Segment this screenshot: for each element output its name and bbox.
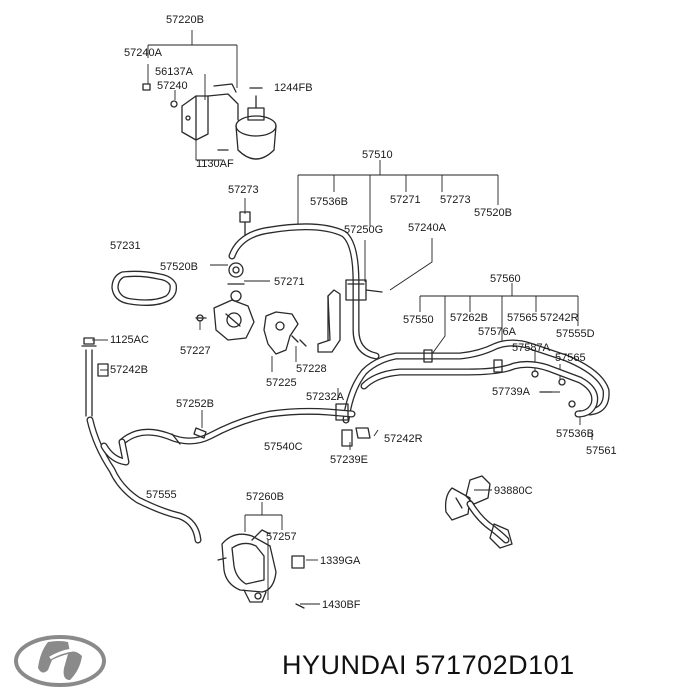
label-57536B-bottom: 57536B <box>556 428 594 440</box>
label-57242R-bottom: 57242R <box>384 433 423 445</box>
label-57262B: 57262B <box>450 312 488 324</box>
label-57561: 57561 <box>586 445 617 457</box>
label-56137A: 56137A <box>155 66 194 78</box>
label-57225: 57225 <box>266 377 297 389</box>
pump-assembly <box>195 211 307 355</box>
label-57520B-left: 57520B <box>160 261 198 273</box>
label-57220B: 57220B <box>166 14 204 26</box>
label-57260B: 57260B <box>246 491 284 503</box>
label-57240: 57240 <box>157 80 188 92</box>
label-57540C: 57540C <box>264 441 303 453</box>
label-57273-left: 57273 <box>228 184 259 196</box>
label-57242R-top: 57242R <box>540 312 579 324</box>
label-1125AC: 1125AC <box>110 334 149 346</box>
lower-return-hose <box>118 403 371 447</box>
label-57555D: 57555D <box>556 328 595 340</box>
label-57227: 57227 <box>180 345 211 357</box>
label-57739A: 57739A <box>492 386 531 398</box>
label-57257: 57257 <box>266 531 297 543</box>
label-57242B: 57242B <box>110 364 148 376</box>
part-number-title: HYUNDAI 571702D101 <box>282 650 575 680</box>
reservoir-assembly <box>142 83 277 160</box>
label-57271-left: 57271 <box>274 276 305 288</box>
label-57536B-top: 57536B <box>310 196 348 208</box>
label-57228: 57228 <box>296 363 327 375</box>
label-1244FB: 1244FB <box>274 82 313 94</box>
label-57555: 57555 <box>146 489 177 501</box>
label-57560: 57560 <box>490 273 521 285</box>
label-57510: 57510 <box>362 149 393 161</box>
label-57550: 57550 <box>403 314 434 326</box>
hyundai-logo-icon <box>14 635 106 687</box>
label-57271-top: 57271 <box>390 194 421 206</box>
oil-cooler <box>217 529 305 609</box>
label-57565-top: 57565 <box>507 312 538 324</box>
connector-93880C <box>444 475 513 549</box>
cooler-line <box>81 337 202 544</box>
leader-lines <box>92 30 593 605</box>
label-57520B-right: 57520B <box>474 207 512 219</box>
label-1430BF: 1430BF <box>322 599 361 611</box>
label-57252B: 57252B <box>176 398 214 410</box>
label-57240A-top: 57240A <box>124 47 163 59</box>
hose-bracket <box>317 289 341 353</box>
pressure-hose <box>228 223 383 360</box>
label-1130AF: 1130AF <box>196 158 234 170</box>
label-57576A: 57576A <box>478 326 517 338</box>
label-57250G: 57250G <box>344 224 383 236</box>
return-lines <box>342 339 610 424</box>
label-57565-mid: 57565 <box>555 352 586 364</box>
label-93880C: 93880C <box>494 485 533 497</box>
drive-belt <box>111 270 178 306</box>
label-57587A: 57587A <box>512 342 551 354</box>
label-57273-top: 57273 <box>440 194 471 206</box>
parts-drawing <box>81 83 610 609</box>
part-labels: 57220B 57240A 56137A 57240 1244FB 1130AF… <box>110 14 617 611</box>
label-57240A-mid: 57240A <box>408 222 447 234</box>
label-57232A: 57232A <box>306 391 345 403</box>
label-57231: 57231 <box>110 240 141 252</box>
label-1339GA: 1339GA <box>320 555 361 567</box>
label-57239E: 57239E <box>330 454 368 466</box>
